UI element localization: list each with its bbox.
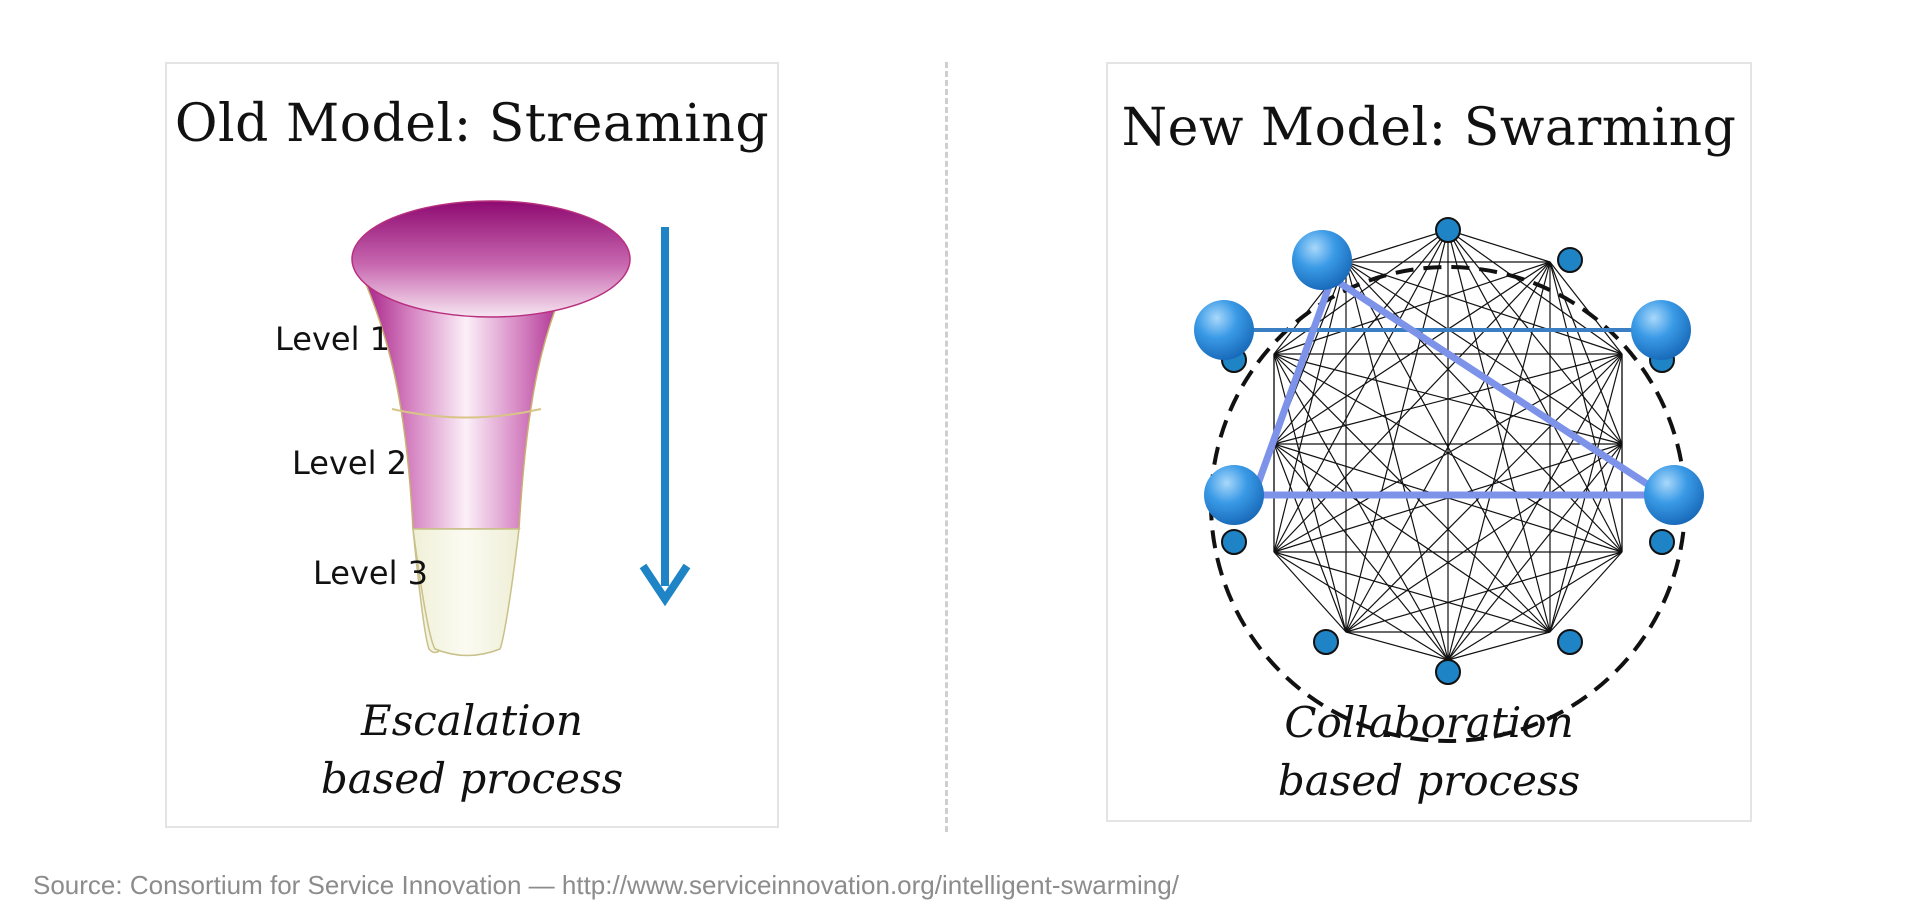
swarm-network-diagram [1194, 217, 1704, 743]
funnel-level-separator [391, 408, 542, 419]
swarm-node [1644, 465, 1704, 525]
mesh-link [1549, 261, 1623, 445]
swarm-small-node [1649, 529, 1675, 555]
mesh-link [1549, 551, 1623, 633]
mesh-link [1273, 261, 1551, 355]
swarm-small-node [1557, 247, 1583, 273]
swarm-node [1631, 300, 1691, 360]
mesh-link [1345, 631, 1449, 661]
mesh-link [1447, 631, 1551, 661]
mesh-link [1273, 443, 1551, 633]
swarm-small-node [1557, 629, 1583, 655]
swarm-mesh [1273, 229, 1623, 661]
mesh-link [1273, 353, 1623, 553]
mesh-link [1273, 229, 1449, 355]
mesh-link [1345, 229, 1449, 263]
old-model-title: Old Model: Streaming [174, 94, 770, 154]
mesh-link [1447, 229, 1623, 445]
arrow-down-icon [639, 227, 691, 607]
swarm-node [1204, 465, 1264, 525]
mesh-link [1345, 261, 1623, 355]
mesh-link [1273, 551, 1347, 633]
new-model-panel: New Model: Swarming Collaboration based … [1106, 62, 1752, 822]
swarm-small-node [1435, 217, 1461, 243]
mesh-link [1273, 551, 1551, 633]
mesh-link [1273, 443, 1347, 633]
mesh-link [1273, 229, 1449, 445]
mesh-link [1345, 443, 1623, 633]
mesh-link [1345, 551, 1623, 633]
mesh-link [1345, 261, 1551, 633]
mesh-link [1273, 261, 1347, 553]
swarm-small-node [1221, 529, 1247, 555]
mesh-link [1345, 261, 1623, 445]
mesh-link [1273, 443, 1449, 661]
mesh-link [1273, 261, 1551, 445]
mesh-link [1549, 443, 1623, 633]
swarm-small-node [1313, 629, 1339, 655]
mesh-link [1345, 261, 1623, 553]
source-note: Source: Consortium for Service Innovatio… [33, 870, 1179, 900]
mesh-link [1273, 551, 1449, 661]
mesh-link [1273, 261, 1551, 553]
old-model-panel: Old Model: Streaming [165, 62, 779, 828]
new-model-caption: Collaboration based process [1277, 698, 1581, 805]
funnel-diagram [351, 200, 691, 657]
mesh-link [1549, 261, 1623, 355]
mesh-link [1273, 353, 1449, 661]
swarm-small-node [1435, 659, 1461, 685]
old-model-caption: Escalation based process [320, 696, 624, 803]
mesh-link [1447, 229, 1623, 355]
level-2-label: Level 2 [292, 444, 407, 482]
mesh-link [1447, 229, 1551, 633]
highlight-links [1244, 275, 1668, 499]
swarm-node [1194, 300, 1254, 360]
mesh-link [1447, 353, 1623, 661]
new-model-title: New Model: Swarming [1121, 98, 1737, 158]
level-1-label: Level 1 [275, 320, 390, 358]
mesh-link [1549, 261, 1623, 553]
level-3-label: Level 3 [313, 554, 428, 592]
swarm-big-nodes [1194, 230, 1704, 525]
panel-divider [945, 62, 948, 832]
swarm-node [1292, 230, 1352, 290]
funnel-rim [351, 200, 631, 318]
mesh-link [1447, 229, 1551, 263]
mesh-link [1345, 229, 1449, 633]
